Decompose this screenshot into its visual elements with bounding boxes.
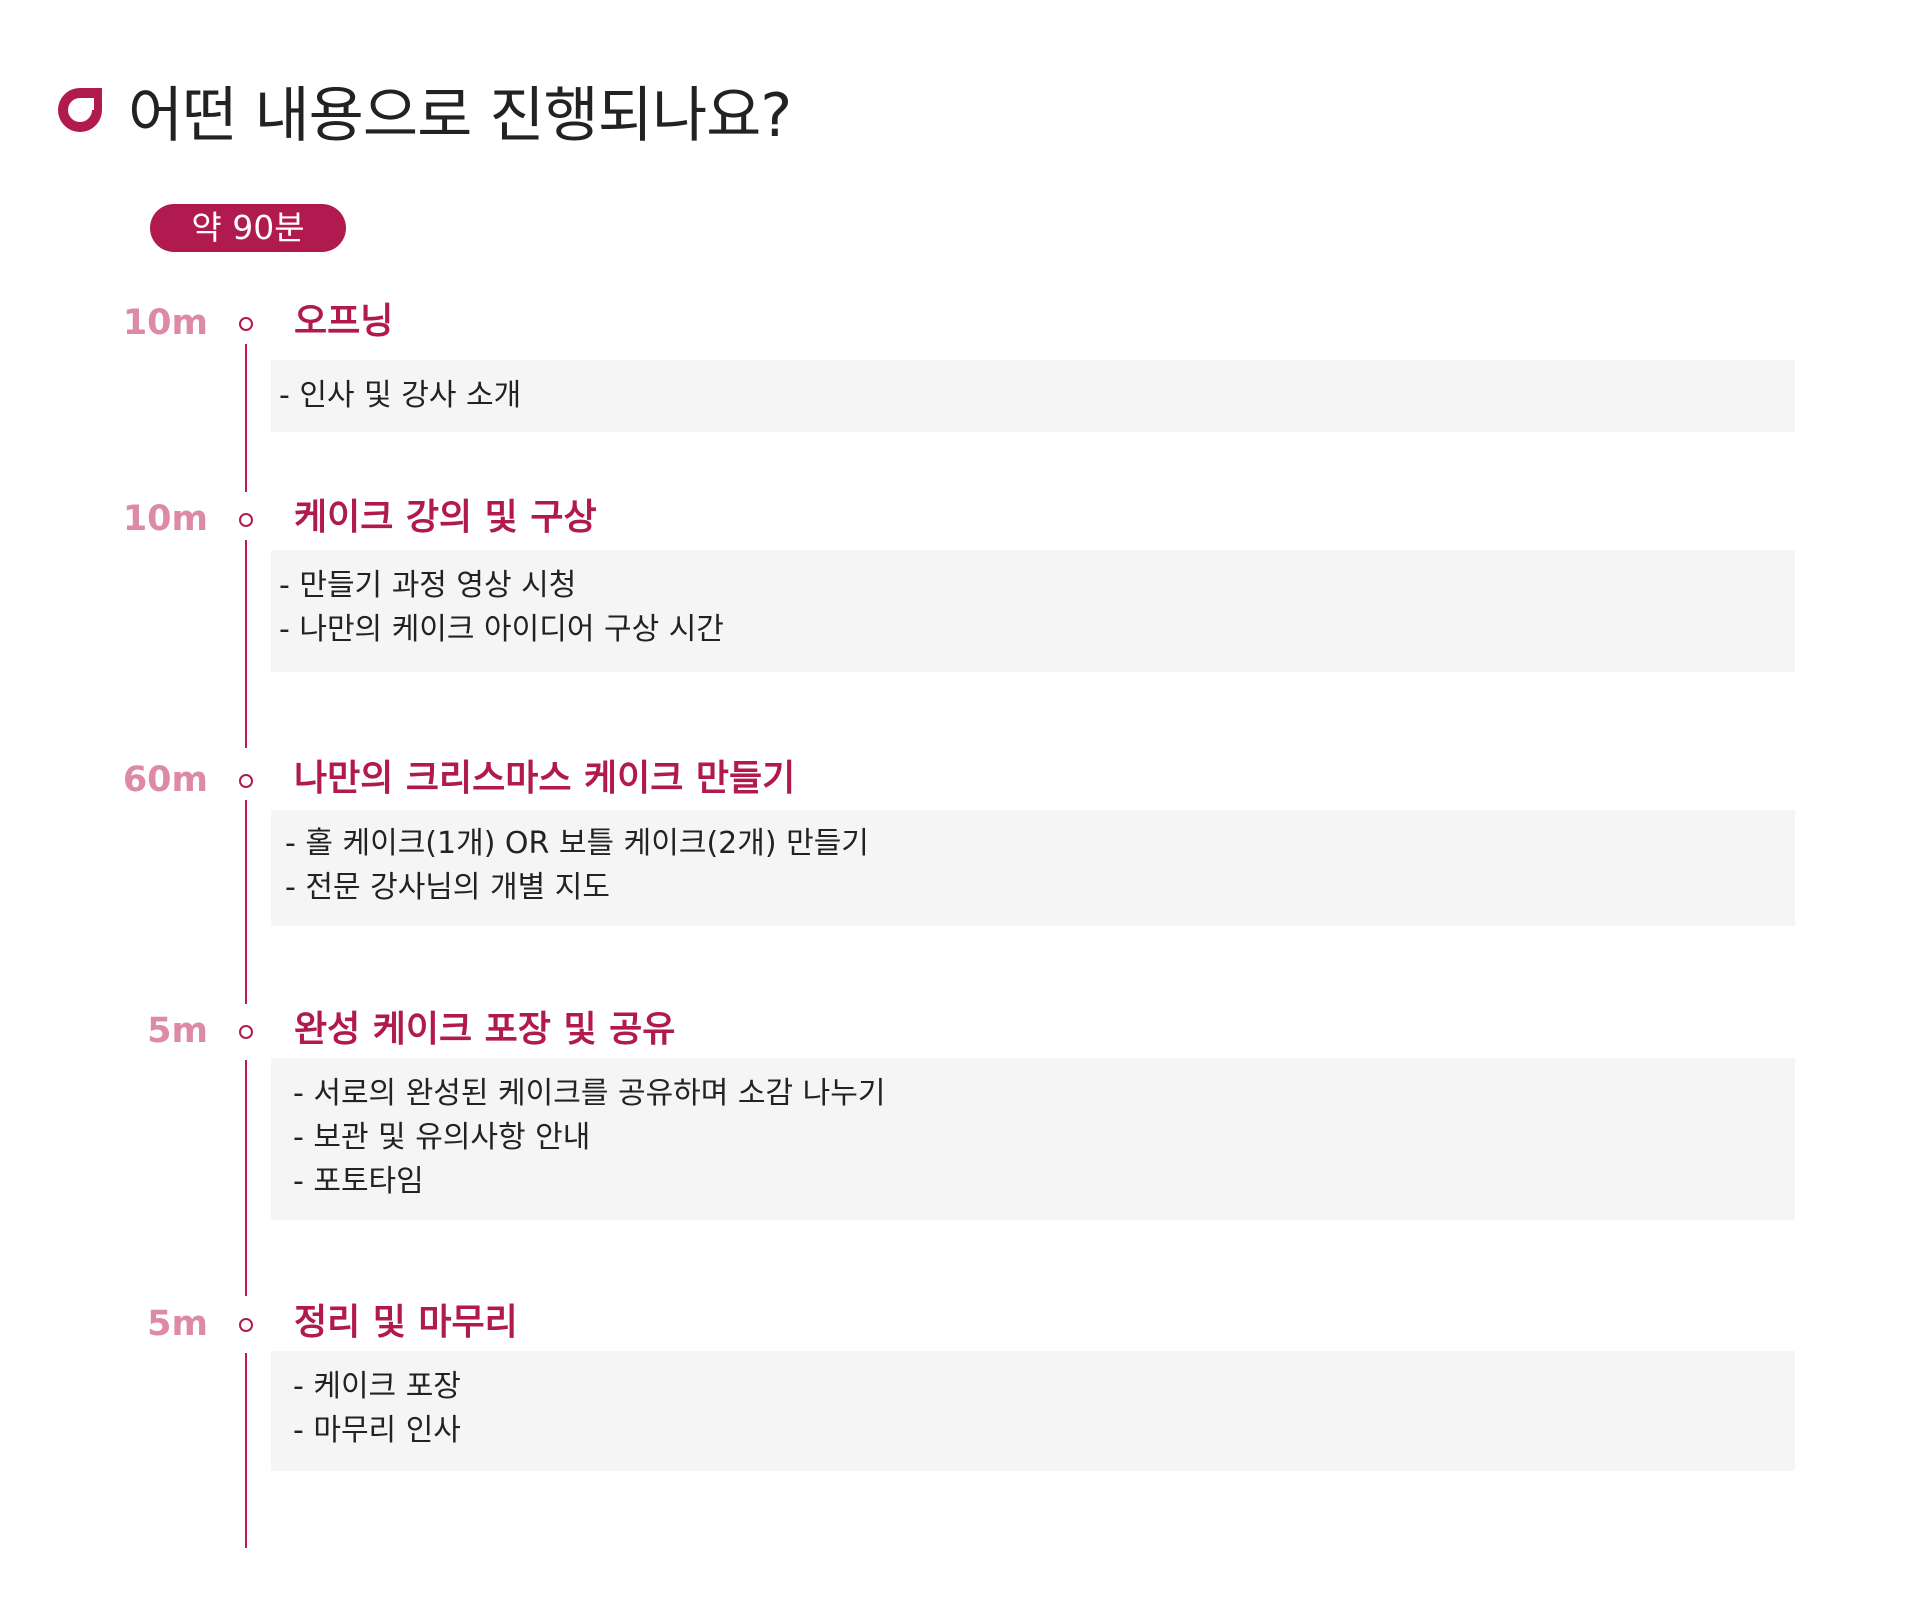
content-box: - 홀 케이크(1개) OR 보틀 케이크(2개) 만들기 - 전문 강사님의 … — [271, 810, 1795, 926]
list-item: - 보관 및 유의사항 안내 — [293, 1120, 591, 1155]
section-title: 완성 케이크 포장 및 공유 — [294, 1009, 676, 1050]
list-item: - 케이크 포장 — [293, 1369, 461, 1404]
list-item: - 만들기 과정 영상 시청 — [279, 568, 577, 603]
list-item: - 나만의 케이크 아이디어 구상 시간 — [279, 612, 724, 647]
content-box: - 서로의 완성된 케이크를 공유하며 소감 나누기 - 보관 및 유의사항 안… — [271, 1058, 1795, 1220]
list-item: - 인사 및 강사 소개 — [279, 378, 522, 413]
timeline-dot-icon — [239, 513, 253, 527]
timeline-line — [245, 540, 247, 748]
timeline-line — [245, 1060, 247, 1296]
section-title: 정리 및 마무리 — [294, 1302, 518, 1343]
content-box: - 인사 및 강사 소개 — [271, 360, 1795, 432]
timeline-dot-icon — [239, 1318, 253, 1332]
section-title: 케이크 강의 및 구상 — [294, 497, 597, 538]
time-label: 10m — [122, 303, 208, 343]
timeline-dot-icon — [239, 317, 253, 331]
time-label: 5m — [147, 1304, 208, 1344]
page-header: 어떤 내용으로 진행되나요? — [52, 70, 792, 151]
time-label: 10m — [122, 499, 208, 539]
timeline-dot-icon — [239, 774, 253, 788]
content-box: - 케이크 포장 - 마무리 인사 — [271, 1351, 1795, 1471]
timeline-line — [245, 1353, 247, 1548]
list-item: - 전문 강사님의 개별 지도 — [285, 870, 610, 905]
duration-badge: 약 90분 — [150, 204, 346, 252]
list-item: - 포토타임 — [293, 1164, 424, 1199]
list-item: - 홀 케이크(1개) OR 보틀 케이크(2개) 만들기 — [285, 826, 869, 861]
page-title: 어떤 내용으로 진행되나요? — [128, 80, 792, 151]
section-title: 나만의 크리스마스 케이크 만들기 — [294, 758, 796, 799]
brand-logo-icon — [58, 88, 102, 132]
content-box: - 만들기 과정 영상 시청 - 나만의 케이크 아이디어 구상 시간 — [271, 550, 1795, 672]
timeline-line — [245, 800, 247, 1004]
timeline-line — [245, 344, 247, 492]
list-item: - 서로의 완성된 케이크를 공유하며 소감 나누기 — [293, 1076, 886, 1111]
list-item: - 마무리 인사 — [293, 1413, 461, 1448]
time-label: 60m — [122, 760, 208, 800]
time-label: 5m — [147, 1011, 208, 1051]
timeline-dot-icon — [239, 1025, 253, 1039]
section-title: 오프닝 — [294, 301, 394, 342]
